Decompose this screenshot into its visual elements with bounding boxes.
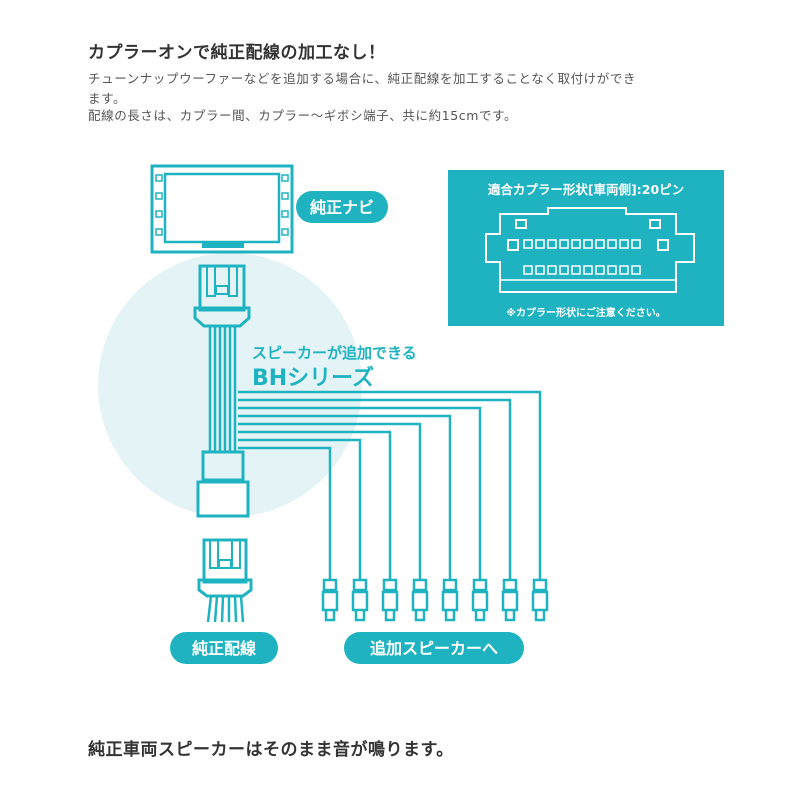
- series-title: BHシリーズ: [252, 365, 374, 391]
- description-line-3: 配線の長さは、カプラー間、カプラー～ギボシ端子、共に約15cmです。: [88, 108, 518, 123]
- add-speaker-pill: 追加スピーカーへ: [344, 632, 524, 664]
- description-line-2: ます。: [88, 91, 127, 106]
- oem-wiring-label: 純正配線: [192, 639, 256, 658]
- upper-connector-icon: [193, 264, 251, 328]
- coupler-shape-icon: [485, 207, 695, 293]
- description-line-1: チューンナップウーファーなどを追加する場合に、純正配線を加工することなく取付けが…: [88, 71, 637, 86]
- middle-connector-icon: [196, 450, 250, 518]
- wire-bundle: [208, 326, 237, 452]
- navi-unit-icon: [150, 164, 294, 254]
- coupler-box-note: ※カプラー形状にご注意ください。: [506, 306, 666, 319]
- page-heading: カプラーオンで純正配線の加工なし！: [88, 43, 386, 63]
- navi-label-pill: 純正ナビ: [296, 191, 388, 223]
- coupler-shape-box: 適合カプラー形状[車両側]:20ピン ※カプラー形状にご注意ください。: [448, 170, 724, 326]
- series-subtitle: スピーカーが追加できる: [252, 344, 417, 362]
- footer-note: 純正車両スピーカーはそのまま音が鳴ります。: [88, 740, 454, 760]
- coupler-box-title: 適合カプラー形状[車両側]:20ピン: [488, 182, 684, 197]
- add-speaker-label: 追加スピーカーへ: [370, 639, 498, 658]
- navi-label: 純正ナビ: [310, 198, 374, 217]
- speaker-branch-wires: [238, 390, 542, 580]
- oem-connector-icon: [197, 538, 253, 623]
- gibosi-terminal-icon: [321, 578, 549, 622]
- oem-wiring-pill: 純正配線: [170, 632, 278, 664]
